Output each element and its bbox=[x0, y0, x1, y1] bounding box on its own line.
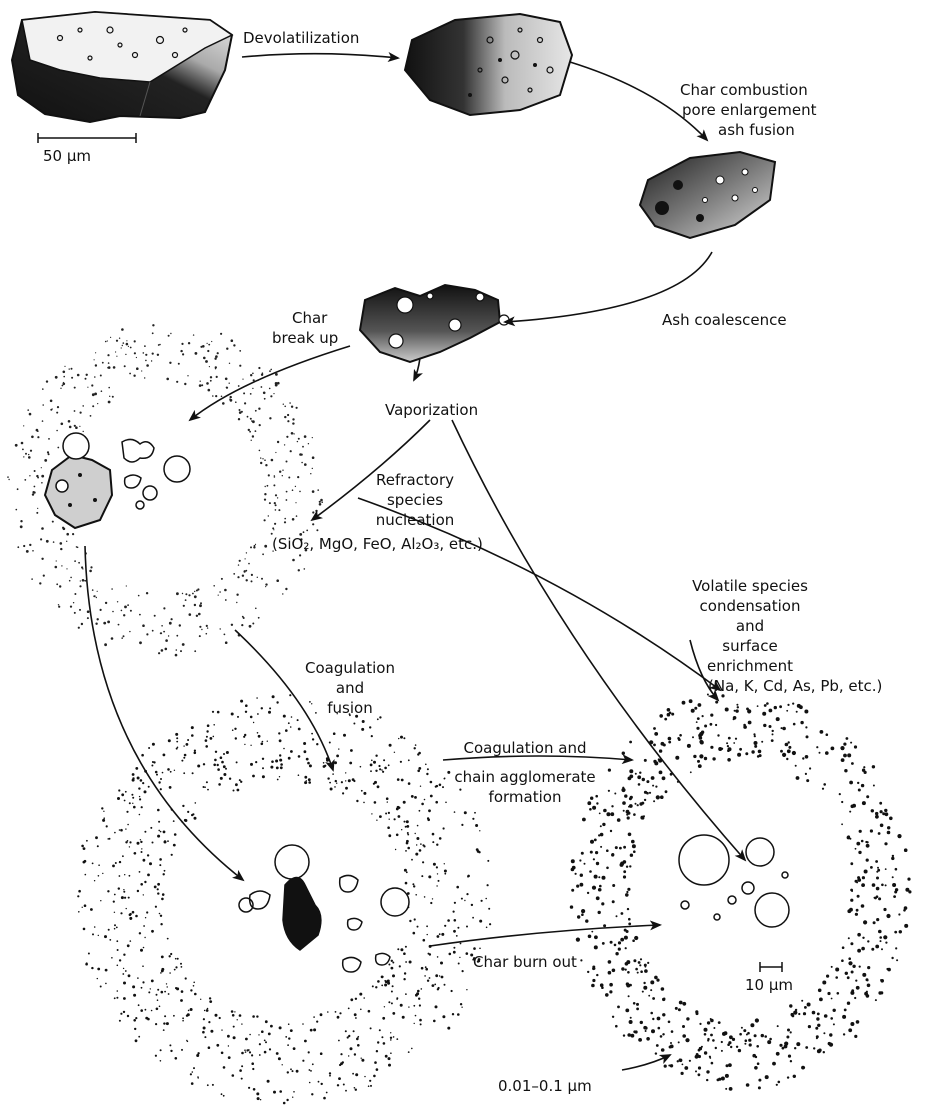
label-char-combustion-3: ash fusion bbox=[718, 120, 795, 140]
coalesced-char bbox=[360, 285, 509, 362]
fused-ash bbox=[239, 845, 409, 972]
label-refractory-3: nucleation bbox=[360, 510, 470, 530]
label-scale-50: 50 μm bbox=[43, 146, 91, 166]
label-char-break-up-2: break up bbox=[272, 328, 338, 348]
label-ash-coalescence: Ash coalescence bbox=[662, 310, 787, 330]
label-refractory-examples: (SiO₂, MgO, FeO, Al₂O₃, etc.) bbox=[272, 534, 483, 554]
label-refractory-2: species bbox=[360, 490, 470, 510]
label-coag-chain-2: chain agglomerate bbox=[450, 767, 600, 787]
label-coag-chain-1: Coagulation and bbox=[450, 738, 600, 758]
label-volatile-1: Volatile species bbox=[680, 576, 820, 596]
label-char-combustion-2: pore enlargement bbox=[682, 100, 817, 120]
label-coag-chain-3: formation bbox=[450, 787, 600, 807]
label-volatile-3: and bbox=[680, 616, 820, 636]
coal-particle bbox=[12, 12, 232, 122]
label-coag-fusion-1: Coagulation bbox=[295, 658, 405, 678]
arrow-devolatilization bbox=[242, 54, 398, 58]
label-char-combustion-1: Char combustion bbox=[680, 80, 808, 100]
arrow-left-down bbox=[85, 546, 243, 880]
label-refractory-1: Refractory bbox=[360, 470, 470, 490]
arrow-char-burn-out bbox=[430, 925, 660, 946]
label-char-burn-out: Char burn out bbox=[473, 952, 577, 972]
char-fragments bbox=[45, 433, 190, 528]
label-volatile-4: surface bbox=[680, 636, 820, 656]
ash-spheres bbox=[679, 835, 789, 927]
scale-bar-10 bbox=[760, 962, 782, 972]
label-char-break-up-1: Char bbox=[292, 308, 327, 328]
stipple-ring-condensation bbox=[570, 694, 912, 1091]
arrow-fine-size bbox=[622, 1055, 670, 1070]
devolatilized-char bbox=[405, 14, 572, 115]
label-volatile-5: enrichment bbox=[680, 656, 820, 676]
label-fine-size: 0.01–0.1 μm bbox=[498, 1076, 592, 1096]
scale-bar-50 bbox=[38, 133, 136, 143]
label-coag-fusion-2: and bbox=[295, 678, 405, 698]
label-volatile-2: condensation bbox=[680, 596, 820, 616]
burning-char bbox=[640, 152, 775, 238]
label-coag-fusion-3: fusion bbox=[295, 698, 405, 718]
arrow-char-break-up bbox=[190, 346, 350, 420]
label-volatile-examples: (Na, K, Cd, As, Pb, etc.) bbox=[708, 676, 882, 696]
label-devolatilization: Devolatilization bbox=[243, 28, 359, 48]
label-vaporization: Vaporization bbox=[385, 400, 478, 420]
label-scale-10: 10 μm bbox=[745, 975, 793, 995]
